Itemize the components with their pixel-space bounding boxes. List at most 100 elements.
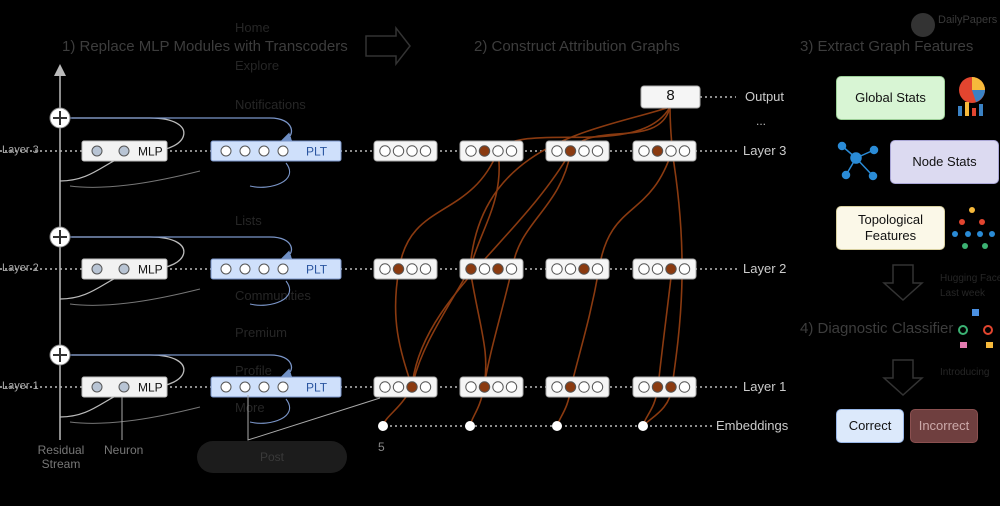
projection-line — [247, 395, 381, 441]
graph-node — [651, 263, 664, 275]
step1-title: 1) Replace MLP Modules with Transcoders — [62, 38, 348, 55]
token-label: 5 — [378, 440, 385, 454]
ghost-legend-icons — [958, 309, 993, 348]
ghost-logo-icon — [911, 13, 935, 37]
transcoder-feature-node — [239, 381, 251, 393]
pie-chart-icon — [958, 77, 985, 116]
graph-node — [678, 381, 691, 393]
active-graph-node — [492, 263, 504, 275]
graph-node-group — [459, 258, 524, 280]
graph-node-group — [459, 376, 524, 398]
topology-icon — [952, 207, 995, 249]
graph-node — [591, 381, 604, 393]
right-layer-label-2: Layer 2 — [743, 261, 787, 276]
transcoder-feature-node — [277, 263, 289, 275]
graph-node — [406, 145, 418, 157]
graph-node-group — [545, 258, 610, 280]
graph-node — [465, 381, 477, 393]
graph-node — [564, 263, 577, 275]
transcoder-feature-node — [220, 145, 232, 157]
step2-title: 2) Construct Attribution Graphs — [474, 38, 680, 55]
active-graph-node — [564, 145, 577, 157]
active-graph-node — [392, 263, 405, 275]
graph-node — [419, 263, 432, 275]
graph-node — [492, 381, 504, 393]
incorrect-button: Incorrect — [910, 409, 978, 443]
neuron-node — [118, 381, 130, 393]
left-layer-label-2: Layer 2 — [2, 262, 39, 274]
residual-loop — [69, 170, 201, 188]
transcoder-feature-node — [220, 263, 232, 275]
neuron-node — [118, 145, 130, 157]
graph-node-group — [545, 140, 610, 162]
ghost-nav-notifications: Notifications — [235, 97, 306, 112]
graph-node — [419, 145, 432, 157]
output-value: 8 — [666, 87, 675, 104]
ellipsis: ... — [756, 114, 767, 128]
plt-loop — [60, 117, 293, 143]
plt-loop — [249, 280, 290, 306]
layer-guides — [0, 96, 740, 427]
graph-node-group — [545, 376, 610, 398]
node-stats-box: Node Stats — [890, 140, 999, 184]
graph-node — [492, 145, 504, 157]
active-graph-node — [478, 381, 491, 393]
graph-node — [505, 145, 518, 157]
graph-node-group — [373, 258, 438, 280]
graph-node — [478, 263, 491, 275]
plt-label: PLT — [306, 381, 328, 395]
down-arrow-icon — [882, 264, 924, 302]
attribution-edges — [382, 106, 683, 427]
residual-stream-label: Residual Stream — [37, 443, 85, 471]
graph-node — [392, 145, 405, 157]
residual-blocks — [49, 107, 293, 440]
ghost-side-text-1: Hugging Face — [940, 273, 1000, 284]
ghost-nav-more: More — [235, 400, 265, 415]
plt-loop — [60, 236, 293, 261]
graph-node — [406, 263, 418, 275]
ghost-nav-communities: Communities — [235, 288, 311, 303]
ghost-nav-home: Home — [235, 20, 270, 35]
neuron-node — [118, 263, 130, 275]
step4-title: 4) Diagnostic Classifier — [800, 320, 954, 337]
transcoder-feature-node — [239, 145, 251, 157]
transcoder-feature-node — [220, 381, 232, 393]
graph-network-icon — [837, 141, 879, 181]
neuron-label: Neuron — [104, 443, 144, 457]
ghost-post-button: Post — [197, 441, 347, 473]
graph-node — [379, 263, 391, 275]
transcoder-feature-node — [258, 145, 270, 157]
ghost-brand: DailyPapers — [938, 14, 998, 26]
transcoder-feature-node — [258, 263, 270, 275]
neuron-node — [91, 145, 103, 157]
graph-nodes — [373, 140, 697, 398]
active-graph-node — [651, 381, 664, 393]
graph-node — [379, 381, 391, 393]
neuron-node — [91, 263, 103, 275]
right-layer-label-3: Layer 3 — [743, 143, 787, 158]
topological-features-box: Topological Features — [836, 206, 945, 250]
mlp-label: MLP — [138, 145, 163, 159]
neuron-node — [91, 381, 103, 393]
residual-loop — [69, 406, 201, 424]
plt-label: PLT — [306, 263, 328, 277]
ghost-nav-lists: Lists — [235, 213, 262, 228]
graph-node — [678, 263, 691, 275]
transcoder-feature-node — [277, 381, 289, 393]
embeddings-label: Embeddings — [716, 418, 789, 433]
ghost-nav-profile: Profile — [235, 363, 272, 378]
step3-title: 3) Extract Graph Features — [800, 38, 974, 55]
graph-node — [419, 381, 432, 393]
global-stats-box: Global Stats — [836, 76, 945, 120]
plt-loop — [60, 354, 293, 379]
active-graph-node — [651, 145, 664, 157]
active-graph-node — [406, 381, 418, 393]
active-graph-node — [465, 263, 477, 275]
graph-node — [665, 145, 677, 157]
active-graph-node — [578, 263, 590, 275]
graph-node — [551, 381, 563, 393]
graph-node-group — [632, 376, 697, 398]
